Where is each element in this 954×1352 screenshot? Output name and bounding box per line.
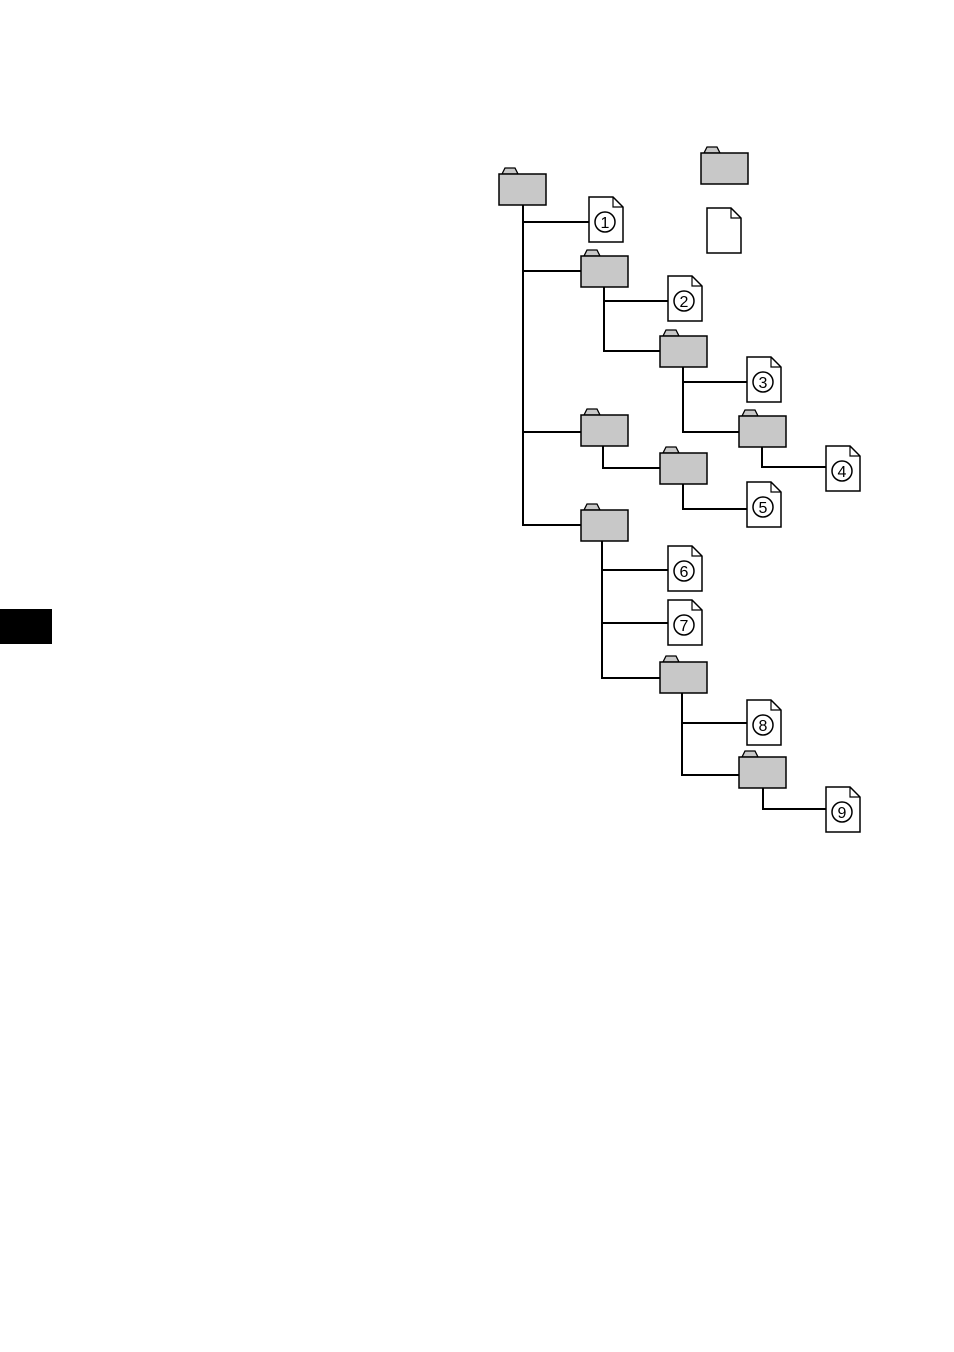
file-number-label: 6 — [680, 564, 689, 581]
file-number-label: 7 — [680, 618, 689, 635]
tree-connector-line — [762, 447, 826, 467]
tree-connector-line — [604, 287, 660, 351]
file-number-label: 2 — [680, 294, 689, 311]
folder-icon — [581, 504, 628, 541]
file-icon: 3 — [747, 357, 781, 402]
tree-nodes: 1 2 3 4 5 6 7 8 9 — [499, 168, 860, 832]
file-number-label: 4 — [838, 464, 847, 481]
folder-icon — [660, 330, 707, 367]
folder-icon — [581, 409, 628, 446]
file-icon: 5 — [747, 482, 781, 527]
file-number-label: 8 — [759, 718, 768, 735]
file-number-label: 3 — [759, 375, 768, 392]
tree-connector-line — [683, 367, 739, 432]
file-number-label: 5 — [759, 500, 768, 517]
folder-icon — [499, 168, 546, 205]
tree-connector-line — [602, 541, 660, 678]
folder-icon — [581, 250, 628, 287]
tree-connector-line — [763, 788, 826, 809]
folder-icon — [660, 656, 707, 693]
legend — [701, 147, 748, 253]
tree-connector-line — [683, 484, 747, 509]
file-icon: 1 — [589, 197, 623, 242]
tree-connector-line — [523, 205, 581, 525]
file-icon: 4 — [826, 446, 860, 491]
folder-icon — [660, 447, 707, 484]
file-icon: 2 — [668, 276, 702, 321]
file-icon: 8 — [747, 700, 781, 745]
legend-file-icon — [707, 208, 741, 253]
file-number-label: 9 — [838, 805, 847, 822]
folder-icon — [739, 410, 786, 447]
file-icon: 9 — [826, 787, 860, 832]
tree-connector-line — [603, 446, 660, 468]
tree-connector-line — [682, 693, 739, 775]
file-number-label: 1 — [601, 215, 610, 232]
legend-folder-icon — [701, 147, 748, 184]
file-icon: 6 — [668, 546, 702, 591]
folder-icon — [739, 751, 786, 788]
file-icon: 7 — [668, 600, 702, 645]
